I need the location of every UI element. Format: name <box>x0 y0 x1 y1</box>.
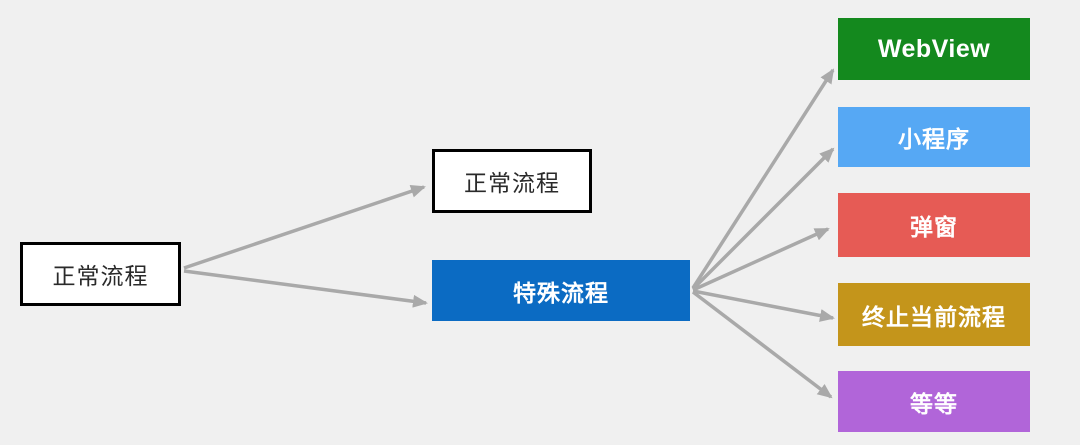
node-popup: 弹窗 <box>838 193 1030 257</box>
arrow-special-to-webview <box>691 68 835 289</box>
arrow-special-to-etc <box>691 290 833 399</box>
node-mini-program: 小程序 <box>838 107 1030 167</box>
arrow-leftnormal-to-midnormal <box>183 184 426 270</box>
arrow-leftnormal-to-special <box>183 269 428 308</box>
arrow-special-to-popup <box>692 227 830 292</box>
node-terminate-current-process: 终止当前流程 <box>838 283 1030 346</box>
arrow-special-to-terminate <box>692 289 835 322</box>
arrow-special-to-miniprogram <box>691 147 835 291</box>
node-special-process: 特殊流程 <box>432 260 690 321</box>
node-webview: WebView <box>838 18 1030 80</box>
node-normal-process-source: 正常流程 <box>20 242 181 306</box>
node-etcetera: 等等 <box>838 371 1030 432</box>
node-normal-process: 正常流程 <box>432 149 592 213</box>
